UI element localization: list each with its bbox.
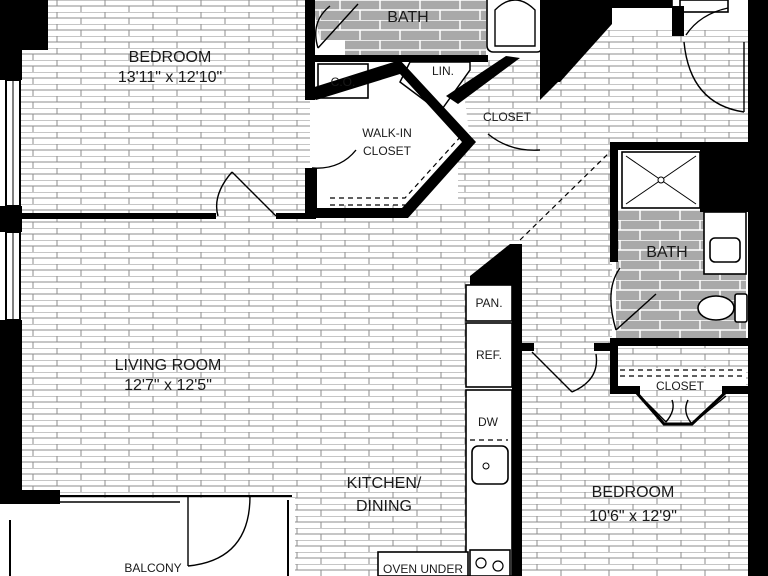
balcony-frame bbox=[9, 495, 292, 576]
wall-nw-corner bbox=[22, 0, 48, 50]
bathtub-inner bbox=[494, 0, 536, 47]
right-top-door bbox=[683, 41, 745, 113]
wall-kitchen-north bbox=[470, 244, 522, 285]
shower-drain bbox=[657, 176, 665, 184]
wall-bath-1-south bbox=[312, 55, 488, 62]
wall-bedroom-1-east bbox=[305, 0, 315, 100]
closet-2-name: CLOSET bbox=[656, 379, 705, 393]
kitchen-line-1: KITCHEN/ bbox=[347, 475, 422, 492]
walk-in-line-2: CLOSET bbox=[363, 144, 412, 158]
wall-closet-2-angle bbox=[634, 390, 728, 426]
bath-2-name: BATH bbox=[646, 244, 687, 261]
wall-linen-closet bbox=[446, 56, 520, 104]
bath-1-name: BATH bbox=[387, 9, 428, 26]
burner-2 bbox=[492, 560, 504, 572]
wall-bedroom-1-south-a bbox=[20, 213, 216, 219]
wall-walk-in-outer bbox=[305, 60, 476, 218]
wall-bedroom-2-north-b bbox=[594, 343, 618, 351]
wall-bath-2-bottom bbox=[610, 338, 750, 346]
wall-ne-stub bbox=[672, 6, 684, 36]
floor-areas bbox=[0, 0, 750, 576]
kitchen-sink bbox=[471, 445, 509, 485]
wall-central-shaft bbox=[540, 0, 612, 82]
faucet bbox=[482, 462, 490, 470]
walk-in-line-1: WALK-IN bbox=[362, 126, 412, 140]
wall-nw-pier bbox=[0, 0, 22, 80]
wall-closet-2-bottom-l bbox=[610, 386, 640, 394]
wall-bath-2-left bbox=[610, 142, 618, 262]
wall-bedroom-1-south-b bbox=[276, 213, 316, 219]
oven-label: OVEN UNDER bbox=[383, 562, 463, 576]
closet-1-name: CLOSET bbox=[483, 110, 532, 124]
west-windows bbox=[5, 79, 21, 321]
bedroom-2-name: BEDROOM bbox=[592, 484, 675, 501]
oven-label-box bbox=[377, 551, 469, 576]
balcony-name: BALCONY bbox=[124, 561, 181, 575]
kitchen-line-2: DINING bbox=[356, 498, 412, 515]
wall-closet-2-bottom-r bbox=[722, 386, 752, 394]
pantry-label: PAN. bbox=[475, 296, 502, 310]
wall-w-mid bbox=[0, 206, 22, 232]
bath-1-door bbox=[315, 3, 359, 49]
wall-bath-2-top bbox=[610, 142, 750, 150]
wall-w-low bbox=[0, 320, 22, 500]
wall-kitchen-bedroom-2 bbox=[512, 244, 522, 576]
wall-ne-right bbox=[748, 0, 768, 150]
shower-door-arc bbox=[685, 7, 729, 36]
living-room-name: LIVING ROOM bbox=[115, 357, 222, 374]
burner-1 bbox=[475, 557, 487, 569]
balcony-floor bbox=[0, 500, 295, 576]
room-labels: BEDROOM 13'11" x 12'10" BATH LIN. C.O. W… bbox=[115, 9, 705, 576]
closet-2-floor bbox=[618, 368, 746, 390]
living-room-size: 12'7" x 12'5" bbox=[124, 377, 212, 394]
wall-ne-top bbox=[612, 0, 672, 8]
bedroom-1-floor bbox=[20, 0, 310, 218]
bedroom-1-size: 13'11" x 12'10" bbox=[118, 69, 222, 86]
hall-floor bbox=[305, 30, 748, 345]
closet-1-door bbox=[487, 133, 541, 151]
bath-1-tile bbox=[312, 0, 486, 55]
sink-basin bbox=[709, 237, 741, 263]
dishwasher-label: DW bbox=[478, 415, 499, 429]
toilet-tank bbox=[734, 293, 748, 323]
bedroom-2-size: 10'6" x 12'9" bbox=[589, 508, 677, 525]
kitchen-floor bbox=[295, 400, 470, 576]
wall-bedroom-2-north-a bbox=[512, 343, 534, 351]
coat-name: C.O. bbox=[331, 75, 356, 89]
corridor-dash bbox=[519, 149, 613, 241]
wall-walk-in-west bbox=[305, 168, 317, 218]
bath-2-door bbox=[610, 267, 657, 331]
linen-name: LIN. bbox=[432, 64, 454, 78]
wall-sw-corner bbox=[0, 490, 60, 504]
wall-east-low bbox=[748, 150, 768, 576]
wall-closet-2-left bbox=[610, 346, 618, 390]
toilet-bowl bbox=[697, 295, 735, 321]
balcony-door bbox=[187, 495, 251, 567]
bedroom-2-door bbox=[531, 351, 598, 393]
bedroom-1-door bbox=[215, 171, 277, 217]
bedroom-1-name: BEDROOM bbox=[129, 49, 212, 66]
wall-bath-2-corner bbox=[700, 142, 748, 212]
refrigerator-label: REF. bbox=[476, 348, 502, 362]
